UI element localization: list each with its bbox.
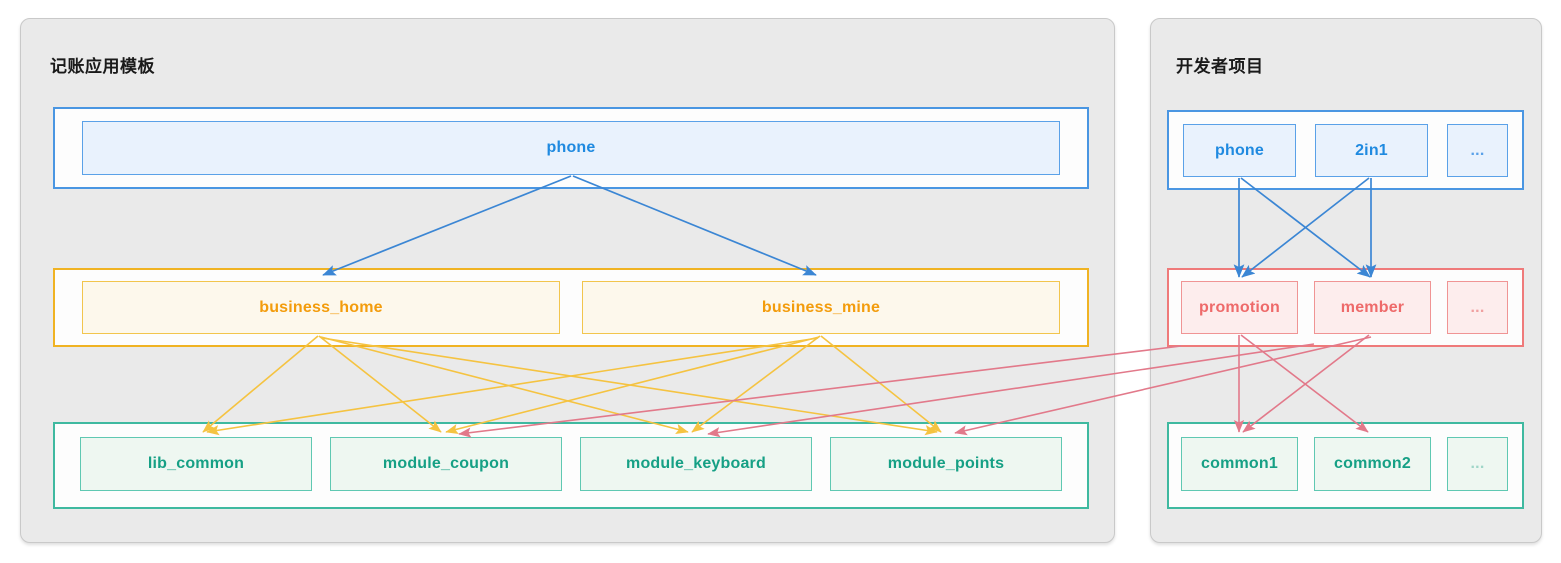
node-promotion[interactable]: promotion [1181, 281, 1298, 334]
node-common2[interactable]: common2 [1314, 437, 1431, 491]
node-business-mine[interactable]: business_mine [582, 281, 1060, 334]
node-2in1[interactable]: 2in1 [1315, 124, 1428, 177]
node-app-more[interactable]: ... [1447, 124, 1508, 177]
node-common-more[interactable]: ... [1447, 437, 1508, 491]
node-feature-more[interactable]: ... [1447, 281, 1508, 334]
node-module-coupon[interactable]: module_coupon [330, 437, 562, 491]
node-member[interactable]: member [1314, 281, 1431, 334]
node-module-keyboard[interactable]: module_keyboard [580, 437, 812, 491]
panel-right-title: 开发者项目 [1176, 57, 1264, 76]
node-lib-common[interactable]: lib_common [80, 437, 312, 491]
node-phone-template[interactable]: phone [82, 121, 1060, 175]
node-module-points[interactable]: module_points [830, 437, 1062, 491]
node-common1[interactable]: common1 [1181, 437, 1298, 491]
node-business-home[interactable]: business_home [82, 281, 560, 334]
node-phone-dev[interactable]: phone [1183, 124, 1296, 177]
panel-left-title: 记账应用模板 [50, 57, 155, 76]
